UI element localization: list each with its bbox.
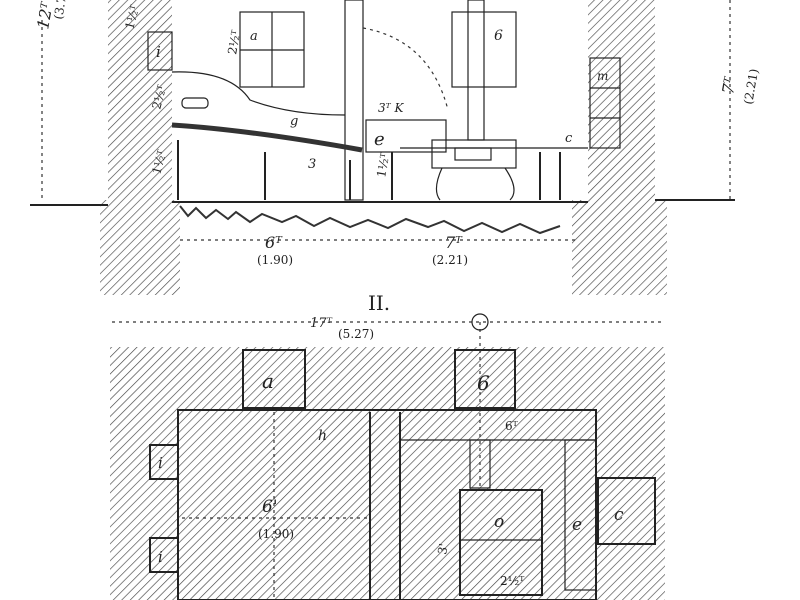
bed-blanket	[171, 71, 346, 116]
overall-width-metric: (5.27)	[338, 327, 374, 341]
label-e: e	[374, 129, 385, 150]
window-opening-a	[242, 349, 306, 409]
plan-view: II. 17ᵀ (5.27) a 6 h 6ᵀ i i 6' (1.90) o …	[110, 291, 665, 600]
label-leg: 1½ᵀ	[374, 152, 392, 178]
pipe-marker	[471, 313, 489, 331]
plan-label-a: a	[262, 369, 274, 393]
left-wall	[108, 0, 172, 200]
room-width-metric: (1.90)	[258, 527, 294, 541]
width-right-dim: 7ᵀ	[445, 233, 463, 252]
stove-depth-dim: 3'	[435, 542, 451, 555]
door-post	[344, 0, 364, 201]
label-g: g	[290, 114, 298, 129]
stove-pipe	[467, 0, 485, 141]
table-e	[365, 119, 447, 153]
width-left-dim: 6ᵀ	[265, 233, 283, 252]
plan-label-i2: i	[158, 548, 163, 566]
window-opening-b	[454, 349, 516, 409]
outer-wall	[110, 347, 665, 600]
section-view: 12ᵀ (3.75) 1½ᵀ 2½ᵀ 1½ᵀ 2½ᵀ i a 6 g 3 3ᵀ …	[30, 0, 761, 295]
plan-label-e: e	[572, 515, 582, 535]
label-i: i	[156, 43, 161, 61]
wall-dim-3: 1½ᵀ	[149, 149, 169, 176]
plan-label-c: c	[614, 505, 624, 525]
label-c: c	[565, 131, 573, 146]
label-b: 6	[494, 28, 503, 44]
label-h: 3ᵀ K	[378, 101, 404, 115]
left-foundation	[100, 200, 180, 295]
stove-flue	[469, 439, 491, 489]
overall-width-dim: 17ᵀ	[310, 316, 333, 331]
height-right-dim: 7ᵀ	[718, 74, 740, 95]
plan-label-o: o	[494, 512, 504, 532]
room-width-dim: 6'	[262, 497, 278, 517]
window-height-dim: 2½ᵀ	[225, 29, 243, 55]
plan-label-b: 6	[477, 371, 490, 395]
cabinet-m	[589, 57, 621, 149]
bench-e	[564, 439, 597, 591]
wall-niche-i	[147, 31, 173, 71]
plan-title: II.	[368, 291, 390, 315]
height-right-metric: (2.21)	[741, 68, 761, 106]
label-a: a	[250, 29, 258, 44]
height-dim-left: 12ᵀ	[33, 0, 57, 31]
plan-dim-6: 6ᵀ	[505, 419, 518, 433]
plan-label-h: h	[318, 428, 327, 444]
soil-texture	[179, 205, 561, 235]
bed-g	[171, 122, 363, 153]
height-dim-left-metric: (3.75)	[51, 0, 71, 21]
opening-c	[597, 477, 656, 545]
niche-i-1	[149, 444, 179, 480]
label-s: 3	[308, 157, 316, 172]
right-foundation	[572, 200, 667, 295]
width-right-metric: (2.21)	[432, 253, 468, 267]
right-wall	[588, 0, 655, 200]
width-left-metric: (1.90)	[257, 253, 293, 267]
niche-i-2	[149, 537, 179, 573]
stove-width-dim: 2½ᵀ	[500, 574, 524, 588]
plan-label-i1: i	[158, 454, 163, 472]
wall-dim-1: 1½ᵀ	[122, 4, 142, 31]
door-swing	[362, 27, 449, 111]
stove-o	[459, 489, 543, 596]
wall-dim-2: 2½ᵀ	[149, 84, 169, 111]
pillow	[181, 97, 209, 109]
stove	[431, 139, 517, 169]
label-m: m	[597, 69, 608, 83]
